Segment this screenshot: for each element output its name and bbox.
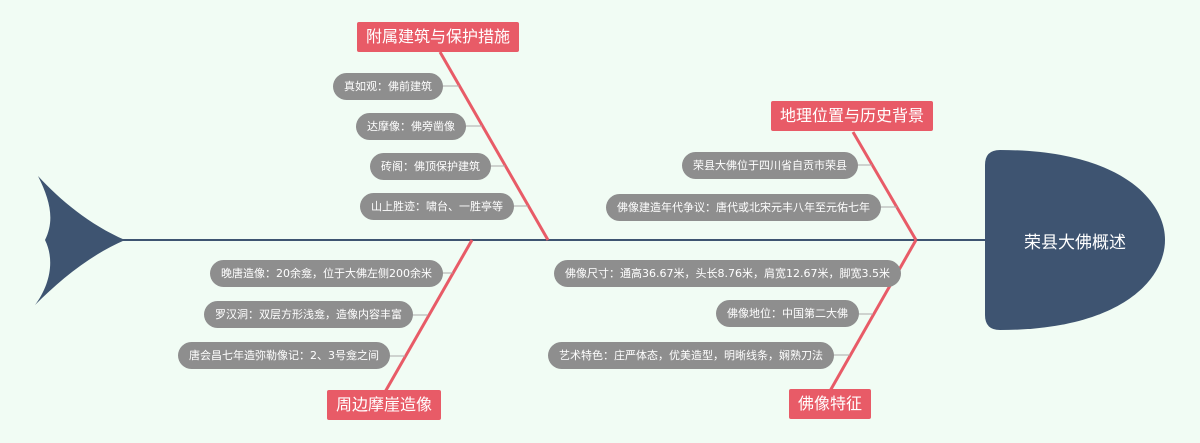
category-location-history[interactable]: 地理位置与历史背景 [771, 101, 934, 131]
topic-item[interactable]: 山上胜迹：啸台、一胜亭等 [360, 193, 514, 220]
topic-item[interactable]: 佛像地位：中国第二大佛 [716, 300, 859, 327]
topic-item[interactable]: 罗汉洞：双层方形浅龛，造像内容丰富 [204, 301, 413, 328]
bone-3 [851, 131, 918, 241]
bone-4 [828, 239, 918, 392]
topic-item[interactable]: 荣县大佛位于四川省自贡市荣县 [682, 152, 858, 179]
category-ancillary-buildings[interactable]: 附属建筑与保护措施 [357, 22, 520, 52]
topic-item[interactable]: 真如观：佛前建筑 [333, 73, 443, 100]
fish-tail [35, 176, 125, 305]
fish-head [985, 150, 1165, 330]
central-topic[interactable]: 荣县大佛概述 [1024, 233, 1126, 253]
topic-item[interactable]: 艺术特色：庄严体态，优美造型，明晰线条，娴熟刀法 [548, 342, 834, 369]
category-statue-features[interactable]: 佛像特征 [789, 389, 872, 419]
topic-item[interactable]: 达摩像：佛旁凿像 [356, 113, 466, 140]
topic-item[interactable]: 佛像尺寸：通高36.67米，头长8.76米，肩宽12.67米，脚宽3.5米 [554, 260, 901, 287]
category-cliff-carvings[interactable]: 周边摩崖造像 [327, 390, 442, 420]
topic-item[interactable]: 佛像建造年代争议：唐代或北宋元丰八年至元佑七年 [606, 194, 881, 221]
bone-1 [438, 51, 550, 241]
topic-item[interactable]: 唐会昌七年造弥勒像记：2、3号龛之间 [178, 342, 390, 369]
topic-item[interactable]: 砖阁：佛顶保护建筑 [370, 153, 491, 180]
bone-2 [383, 239, 474, 393]
topic-item[interactable]: 晚唐造像：20余龛，位于大佛左侧200余米 [210, 260, 443, 287]
